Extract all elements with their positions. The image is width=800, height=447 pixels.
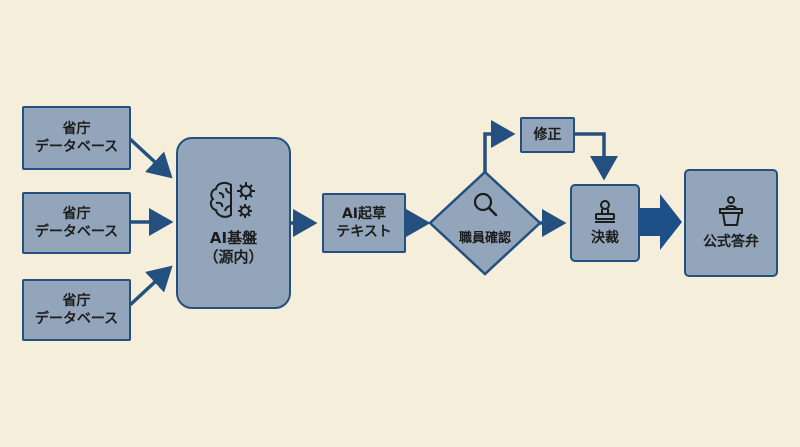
ai-draft-node: AI起草 テキスト	[322, 193, 406, 253]
database-node-3: 省庁 データベース	[22, 279, 131, 341]
podium-icon	[719, 195, 743, 226]
database-node-1-line2: データベース	[34, 139, 119, 155]
review-label: 職員確認	[458, 231, 511, 246]
database-node-2: 省庁 データベース	[22, 192, 131, 254]
database-node-1-line1: 省庁	[62, 120, 91, 137]
arrow-approve-to-answer	[640, 194, 682, 250]
brain-gear-icon	[209, 181, 255, 218]
brain-icon	[209, 181, 232, 218]
arrow-db1-to-ai	[128, 137, 173, 179]
gear-icon	[236, 181, 255, 218]
magnifier-icon	[473, 192, 498, 217]
ai-base-node: AI基盤 （源内）	[176, 137, 291, 309]
review-diamond	[428, 170, 542, 276]
approve-label: 決裁	[591, 229, 619, 246]
ai-draft-line1: AI起草	[341, 205, 387, 222]
ai-base-title: AI基盤	[209, 228, 258, 247]
arrow-db3-to-ai	[128, 265, 173, 307]
stamp-icon	[595, 199, 615, 223]
official-answer-label: 公式答弁	[703, 233, 759, 250]
fix-label: 修正	[533, 126, 562, 143]
arrow-fix-to-approve	[575, 132, 618, 181]
database-node-2-line2: データベース	[34, 224, 119, 240]
ai-base-subtitle: （源内）	[203, 248, 264, 266]
official-answer-node: 公式答弁	[684, 169, 778, 277]
arrow-review-to-fix	[483, 120, 516, 172]
database-node-2-line1: 省庁	[62, 205, 91, 222]
approve-node: 決裁	[570, 184, 640, 262]
database-node-1: 省庁 データベース	[22, 106, 131, 170]
fix-node: 修正	[520, 117, 575, 153]
database-node-3-line1: 省庁	[62, 292, 91, 309]
ai-draft-line2: テキスト	[336, 224, 392, 240]
database-node-3-line2: データベース	[34, 311, 119, 327]
